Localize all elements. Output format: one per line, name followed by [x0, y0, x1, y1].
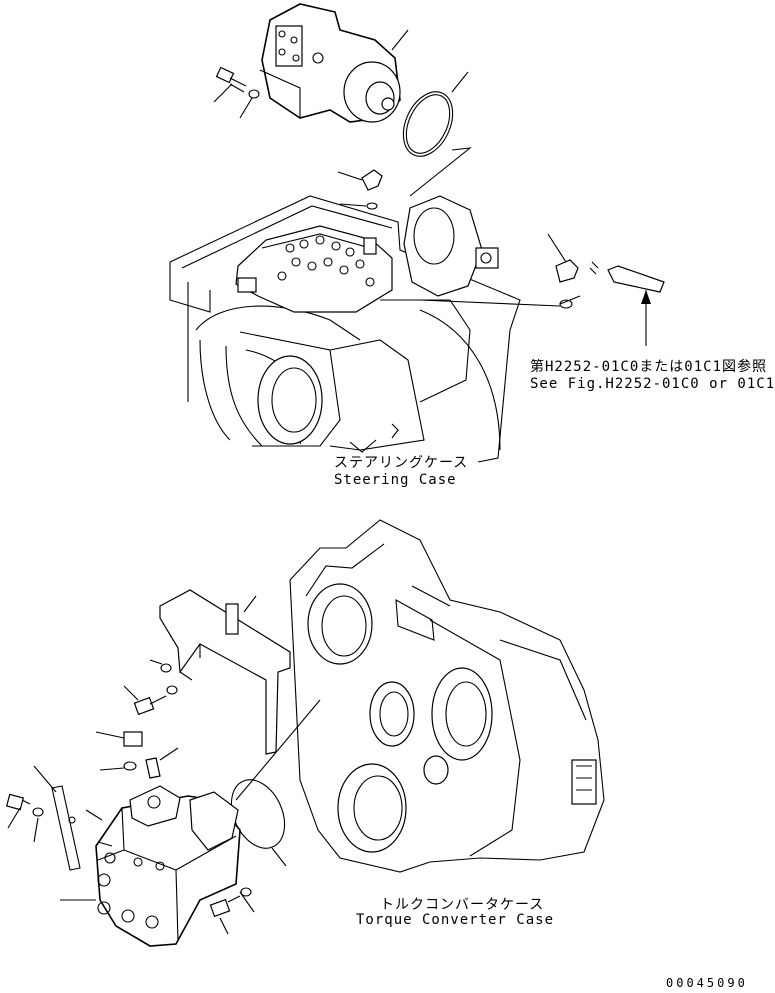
- bracket-bolts: [123, 659, 178, 716]
- bottom-o-ring: [230, 779, 286, 849]
- bottom-bolts: [5, 765, 255, 935]
- top-o-ring: [402, 91, 454, 157]
- top-bolt: [215, 66, 260, 99]
- parts-diagram: 第H2252-01C0または01C1図参照 See Fig.H2252-01C0…: [5, 3, 775, 990]
- diagram-linework: [5, 3, 665, 947]
- right-fittings: [419, 233, 665, 346]
- drawing-code: 00045090: [666, 976, 748, 990]
- reference-label-jp: 第H2252-01C0または01C1図参照: [530, 359, 768, 375]
- elbow-fitting: [337, 169, 383, 210]
- filter-housing: [403, 195, 499, 297]
- control-valve: [235, 225, 393, 313]
- steering-case-label-jp: ステアリングケース: [334, 455, 469, 471]
- top-pump: [259, 3, 401, 123]
- torque-converter-label-en: Torque Converter Case: [356, 912, 555, 928]
- steering-case-label-en: Steering Case: [334, 472, 457, 488]
- torque-converter-label-jp: トルクコンバータケース: [380, 897, 545, 913]
- reference-label-en: See Fig.H2252-01C0 or 01C1: [530, 376, 775, 392]
- bottom-pump: [95, 785, 241, 947]
- bracket: [159, 589, 291, 755]
- plug-fitting: [95, 731, 179, 779]
- torque-converter-case: [289, 519, 605, 873]
